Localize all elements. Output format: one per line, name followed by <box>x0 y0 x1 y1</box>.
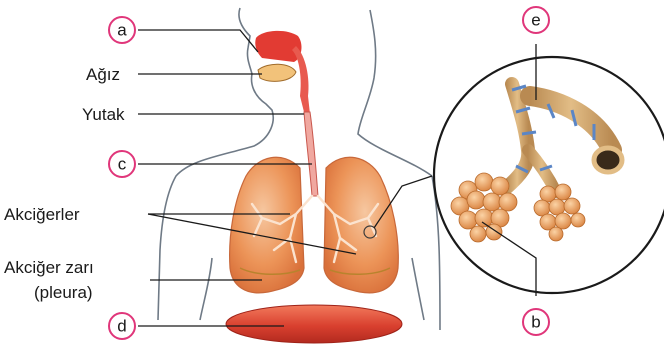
label-mouth: Ağız <box>86 65 120 84</box>
svg-text:c: c <box>118 155 127 174</box>
leader-a <box>138 30 258 52</box>
svg-text:b: b <box>531 313 540 332</box>
marker-e: e <box>523 7 549 33</box>
right-lung <box>324 157 398 293</box>
marker-d: d <box>109 313 135 339</box>
marker-a: a <box>109 17 135 43</box>
marker-c: c <box>109 151 135 177</box>
svg-text:d: d <box>117 317 126 336</box>
label-pleura-line2: (pleura) <box>34 283 93 302</box>
nasal-cavity <box>255 31 301 62</box>
magnifier-circle <box>434 57 664 293</box>
label-pleura-line1: Akciğer zarı <box>4 258 94 277</box>
mouth-tongue <box>258 64 296 81</box>
trachea <box>304 112 318 196</box>
label-pharynx: Yutak <box>82 105 125 124</box>
svg-text:e: e <box>531 11 540 30</box>
label-lungs: Akciğerler <box>4 205 80 224</box>
diaphragm <box>226 305 402 343</box>
marker-b: b <box>523 309 549 335</box>
svg-text:a: a <box>117 21 127 40</box>
